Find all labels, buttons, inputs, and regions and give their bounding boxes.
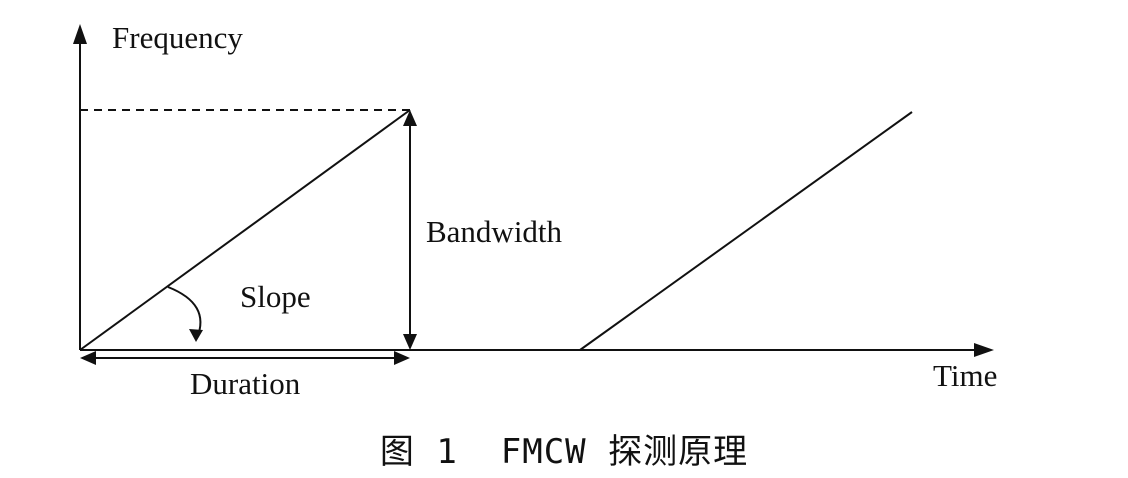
y-axis-arrowhead <box>73 24 87 44</box>
bandwidth-label: Bandwidth <box>426 214 563 249</box>
fmcw-diagram: Frequency Time Bandwidth Slope Duration <box>73 20 997 401</box>
slope-angle-arrowhead <box>189 329 203 342</box>
slope-label: Slope <box>240 279 311 314</box>
bandwidth-arrowhead-top <box>403 110 417 126</box>
x-axis-label: Time <box>933 358 997 393</box>
duration-arrowhead-left <box>80 351 96 365</box>
x-axis-arrowhead <box>974 343 994 357</box>
duration-arrowhead-right <box>394 351 410 365</box>
y-axis-label: Frequency <box>112 20 243 55</box>
first-chirp-ramp <box>79 109 411 351</box>
second-chirp-ramp <box>579 111 913 351</box>
duration-label: Duration <box>190 366 301 401</box>
bandwidth-arrowhead-bottom <box>403 334 417 350</box>
figure-caption: 图 1 FMCW 探测原理 <box>379 432 749 472</box>
